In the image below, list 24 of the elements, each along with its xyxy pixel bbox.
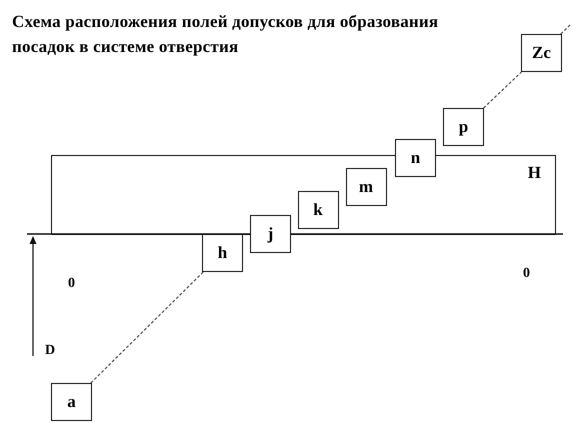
field-symbol: Zc [532, 44, 551, 61]
field-symbol: a [67, 393, 76, 410]
dashed-line [560, 24, 572, 34]
tolerance-field-box [443, 108, 484, 146]
tolerance-field-box [51, 383, 92, 421]
tolerance-field-box [250, 215, 291, 253]
dashed-line [90, 272, 204, 384]
tolerance-field-box [521, 34, 562, 72]
tolerance-field-box [298, 190, 338, 228]
diagram-title: Схема расположения полей допусков для образования посадок в системе отверстия [12, 11, 440, 58]
zero-label: 0 [68, 277, 75, 291]
tolerance-field-box [395, 139, 436, 177]
field-symbol: h [218, 244, 228, 261]
field-symbol: k [313, 200, 323, 218]
field-symbol: j [268, 225, 274, 242]
dimension-label: D [45, 344, 56, 358]
field-symbol: m [358, 178, 374, 194]
zero-label: 0 [523, 267, 530, 281]
dashed-line [483, 72, 522, 108]
field-symbol: p [458, 118, 468, 135]
tolerance-field-box [346, 168, 386, 206]
field-symbol: H [528, 164, 541, 181]
tolerance-field-box [202, 234, 243, 272]
field-symbol: n [410, 149, 420, 166]
